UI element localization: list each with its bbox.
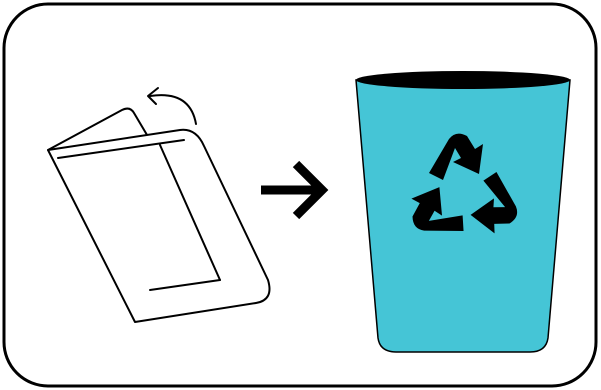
bin-rim xyxy=(356,71,570,89)
recycle-bin-icon xyxy=(356,71,570,352)
bin-body xyxy=(356,80,570,352)
